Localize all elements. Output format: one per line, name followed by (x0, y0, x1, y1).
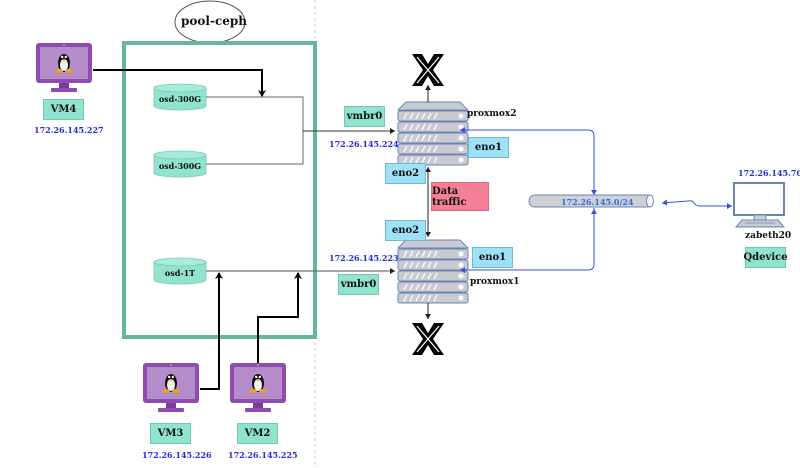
qdevice-link (661, 199, 732, 207)
proxmox-logo-icon (411, 53, 445, 87)
vm3-name-badge[interactable]: VM3 (150, 423, 191, 444)
proxmox1-hostname: proxmox1 (470, 277, 520, 287)
qdevice-hostname: zabeth20 (745, 231, 792, 241)
vm2-name-badge[interactable]: VM2 (237, 423, 278, 444)
vm4-ip: 172.26.145.227 (34, 125, 104, 135)
proxmox2-server-icon[interactable] (397, 101, 469, 166)
pool-title: pool-ceph (181, 14, 247, 28)
proxmox2-bridge-badge[interactable]: vmbr0 (344, 106, 385, 127)
proxmox-logo-icon (411, 322, 445, 356)
proxmox1-ip: 172.26.145.223 (329, 253, 399, 263)
desktop-computer-icon[interactable] (733, 182, 786, 228)
proxmox1-eno1-badge[interactable]: eno1 (472, 247, 513, 268)
eno1-link-proxmox2 (460, 127, 595, 195)
osd-label: osd-1T (164, 268, 196, 278)
proxmox2-ip: 172.26.145.224 (329, 139, 399, 149)
vm3-ip: 172.26.145.226 (142, 450, 212, 460)
vm2-ip: 172.26.145.225 (228, 450, 298, 460)
qdevice-ip: 172.26.145.70 (738, 168, 800, 178)
data-traffic-label: Data traffic (431, 182, 489, 211)
osd-label: osd-300G (158, 94, 202, 104)
proxmox1-eno2-badge[interactable]: eno2 (385, 220, 426, 241)
subnet-bus-end (646, 194, 654, 208)
proxmox1-bridge-badge[interactable]: vmbr0 (338, 274, 379, 295)
osd-link (206, 96, 304, 165)
eno1-link-proxmox1 (460, 208, 595, 273)
proxmox2-hostname: proxmox2 (467, 109, 517, 119)
qdevice-role-badge[interactable]: Qdevice (743, 247, 788, 268)
vm4-name-badge[interactable]: VM4 (43, 99, 84, 120)
proxmox2-eno2-badge[interactable]: eno2 (385, 163, 426, 184)
vm3-link (200, 272, 223, 390)
osd-label: osd-300G (158, 161, 202, 171)
proxmox2-eno1-badge[interactable]: eno1 (468, 137, 509, 158)
vm4-link (93, 69, 266, 97)
proxmox1-server-icon[interactable] (397, 239, 469, 304)
subnet-label: 172.26.145.0/24 (561, 197, 634, 207)
vm2-link (257, 272, 302, 366)
